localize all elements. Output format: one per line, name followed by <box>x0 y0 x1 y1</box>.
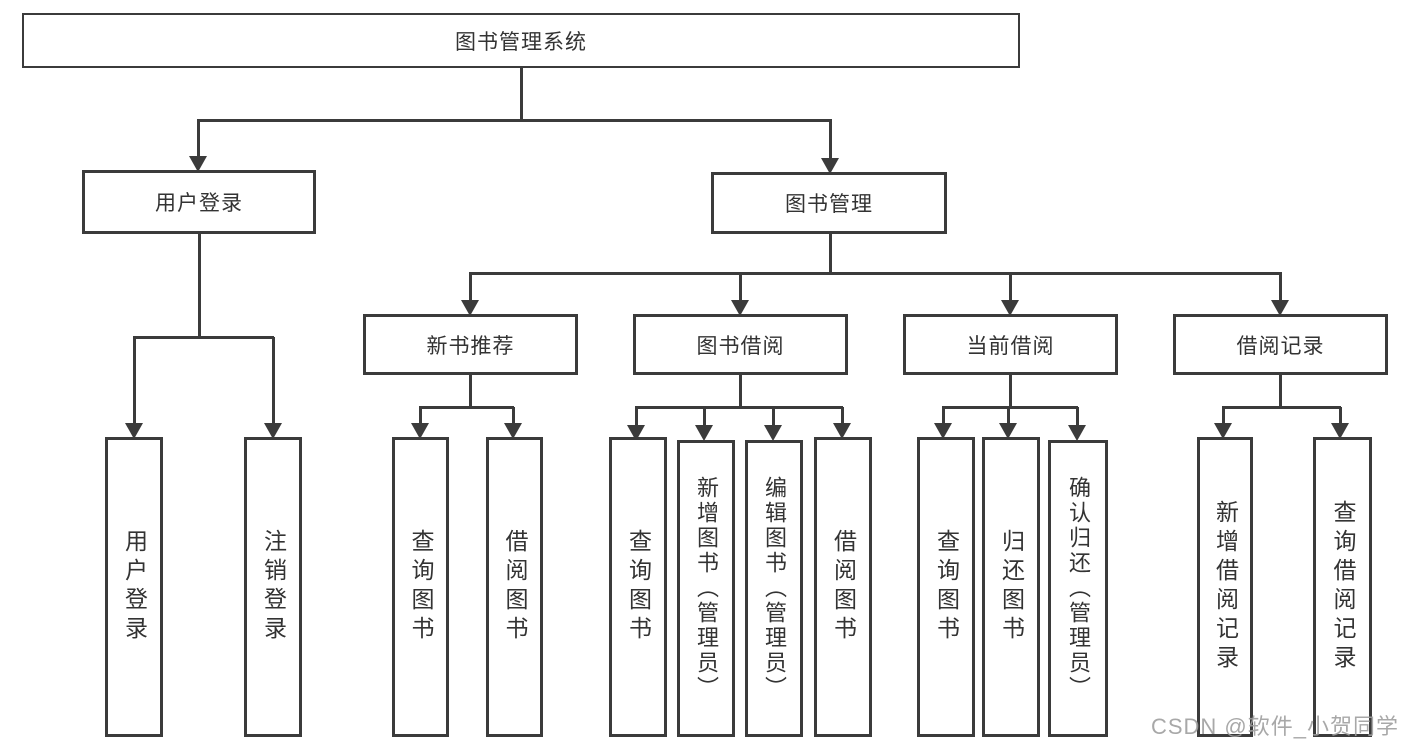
arrowhead-icon <box>1068 425 1086 441</box>
connector-line <box>469 271 1282 275</box>
connector-line <box>702 407 706 429</box>
leaf-borrow-add-admin-label: 新增图书（管理员） <box>694 476 719 701</box>
connector-line <box>1278 273 1282 304</box>
node-new-book-recommend: 新书推荐 <box>363 314 578 375</box>
node-user-login: 用户登录 <box>82 170 316 234</box>
arrowhead-icon <box>833 423 851 439</box>
connector-line <box>468 375 472 409</box>
connector-line <box>1008 273 1012 304</box>
connector-line <box>1006 407 1010 427</box>
connector-line <box>1222 405 1341 409</box>
connector-line <box>942 405 1078 409</box>
node-book-management: 图书管理 <box>711 172 947 234</box>
connector-line <box>840 407 844 427</box>
arrowhead-icon <box>1271 300 1289 316</box>
arrowhead-icon <box>461 300 479 316</box>
node-root: 图书管理系统 <box>22 13 1020 68</box>
connector-line <box>133 335 274 339</box>
leaf-user-login-label: 用户登录 <box>121 529 148 645</box>
connector-line <box>132 337 136 427</box>
connector-line <box>771 407 775 429</box>
leaf-user-login: 用户登录 <box>105 437 163 737</box>
connector-line <box>197 118 832 122</box>
node-book-borrowing: 图书借阅 <box>633 314 848 375</box>
arrowhead-icon <box>411 423 429 439</box>
leaf-current-confirm-admin: 确认归还（管理员） <box>1048 440 1108 737</box>
connector-line <box>635 405 843 409</box>
connector-line <box>828 234 832 275</box>
connector-line <box>1075 407 1079 429</box>
connector-line <box>738 273 742 304</box>
leaf-record-query-label: 查询借阅记录 <box>1330 500 1356 674</box>
leaf-record-query: 查询借阅记录 <box>1313 437 1372 737</box>
node-book-borrowing-label: 图书借阅 <box>696 334 785 358</box>
node-new-book-recommend-label: 新书推荐 <box>426 334 515 358</box>
leaf-borrow-edit-admin: 编辑图书（管理员） <box>745 440 803 737</box>
connector-line <box>1338 407 1342 427</box>
connector-line <box>197 233 201 339</box>
connector-line <box>519 68 523 121</box>
watermark: CSDN @软件_小贺同学 <box>1150 714 1399 739</box>
arrowhead-icon <box>189 156 207 172</box>
arrowhead-icon <box>125 423 143 439</box>
connector-line <box>1221 407 1225 427</box>
connector-line <box>511 407 515 427</box>
arrowhead-icon <box>1214 423 1232 439</box>
leaf-logout-label: 注销登录 <box>260 529 287 645</box>
connector-line <box>634 407 638 429</box>
leaf-newbook-query: 查询图书 <box>392 437 449 737</box>
leaf-current-return-label: 归还图书 <box>998 529 1025 645</box>
leaf-borrow-borrow: 借阅图书 <box>814 437 872 737</box>
connector-line <box>1278 375 1282 409</box>
arrowhead-icon <box>764 425 782 441</box>
leaf-current-query-label: 查询图书 <box>933 529 960 645</box>
node-borrowing-records: 借阅记录 <box>1173 314 1388 375</box>
node-borrowing-records-label: 借阅记录 <box>1236 334 1325 358</box>
arrowhead-icon <box>731 300 749 316</box>
leaf-borrow-query: 查询图书 <box>609 437 667 737</box>
connector-line <box>1008 375 1012 409</box>
leaf-borrow-add-admin: 新增图书（管理员） <box>677 440 735 737</box>
leaf-newbook-query-label: 查询图书 <box>408 529 434 645</box>
leaf-borrow-query-label: 查询图书 <box>625 529 652 645</box>
connector-line <box>468 273 472 304</box>
connector-line <box>941 407 945 427</box>
arrowhead-icon <box>1001 300 1019 316</box>
leaf-current-query: 查询图书 <box>917 437 975 737</box>
arrowhead-icon <box>999 423 1017 439</box>
connector-line <box>271 337 275 427</box>
node-root-label: 图书管理系统 <box>455 30 587 54</box>
arrowhead-icon <box>504 423 522 439</box>
arrowhead-icon <box>695 425 713 441</box>
leaf-borrow-edit-admin-label: 编辑图书（管理员） <box>762 476 787 701</box>
leaf-newbook-borrow: 借阅图书 <box>486 437 543 737</box>
connector-line <box>418 407 422 427</box>
leaf-record-add-label: 新增借阅记录 <box>1212 500 1239 674</box>
leaf-newbook-borrow-label: 借阅图书 <box>502 529 528 645</box>
leaf-record-add: 新增借阅记录 <box>1197 437 1253 737</box>
node-current-borrowing: 当前借阅 <box>903 314 1118 375</box>
arrowhead-icon <box>821 158 839 174</box>
connector-line <box>828 120 832 162</box>
leaf-logout: 注销登录 <box>244 437 302 737</box>
connector-line <box>419 405 514 409</box>
connector-line <box>738 375 742 409</box>
node-user-login-label: 用户登录 <box>155 192 243 215</box>
leaf-current-confirm-admin-label: 确认归还（管理员） <box>1066 476 1091 701</box>
arrowhead-icon <box>1331 423 1349 439</box>
leaf-borrow-borrow-label: 借阅图书 <box>830 529 857 645</box>
connector-line <box>196 120 200 160</box>
arrowhead-icon <box>934 423 952 439</box>
node-book-management-label: 图书管理 <box>785 193 873 216</box>
arrowhead-icon <box>264 423 282 439</box>
node-current-borrowing-label: 当前借阅 <box>966 334 1055 358</box>
leaf-current-return: 归还图书 <box>982 437 1040 737</box>
